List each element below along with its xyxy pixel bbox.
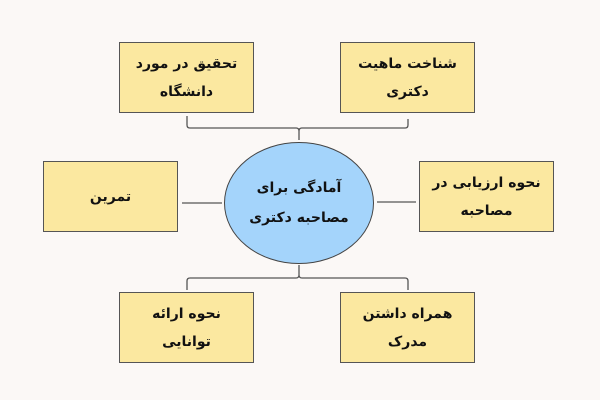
node-label: نحوه ارزیابی در مصاحبه <box>432 174 541 219</box>
node-bring-documents: همراه داشتن مدرک <box>340 292 475 363</box>
node-interview-evaluation: نحوه ارزیابی در مصاحبه <box>419 161 554 232</box>
node-practice: تمرین <box>43 161 178 232</box>
central-topic: آمادگی برای مصاحبه دکتری <box>224 142 374 264</box>
node-label: نحوه ارائه توانایی <box>152 305 221 350</box>
top-bracket <box>186 116 409 140</box>
node-phd-nature: شناخت ماهیت دکتری <box>340 42 475 113</box>
bottom-bracket <box>186 265 409 290</box>
node-label: شناخت ماهیت دکتری <box>358 55 457 100</box>
central-topic-label: آمادگی برای مصاحبه دکتری <box>249 180 349 226</box>
node-label: تحقیق در مورد دانشگاه <box>135 55 238 100</box>
node-presenting-abilities: نحوه ارائه توانایی <box>119 292 254 363</box>
node-label: تمرین <box>89 188 132 205</box>
node-label: همراه داشتن مدرک <box>362 305 453 350</box>
node-university-research: تحقیق در مورد دانشگاه <box>119 42 254 113</box>
